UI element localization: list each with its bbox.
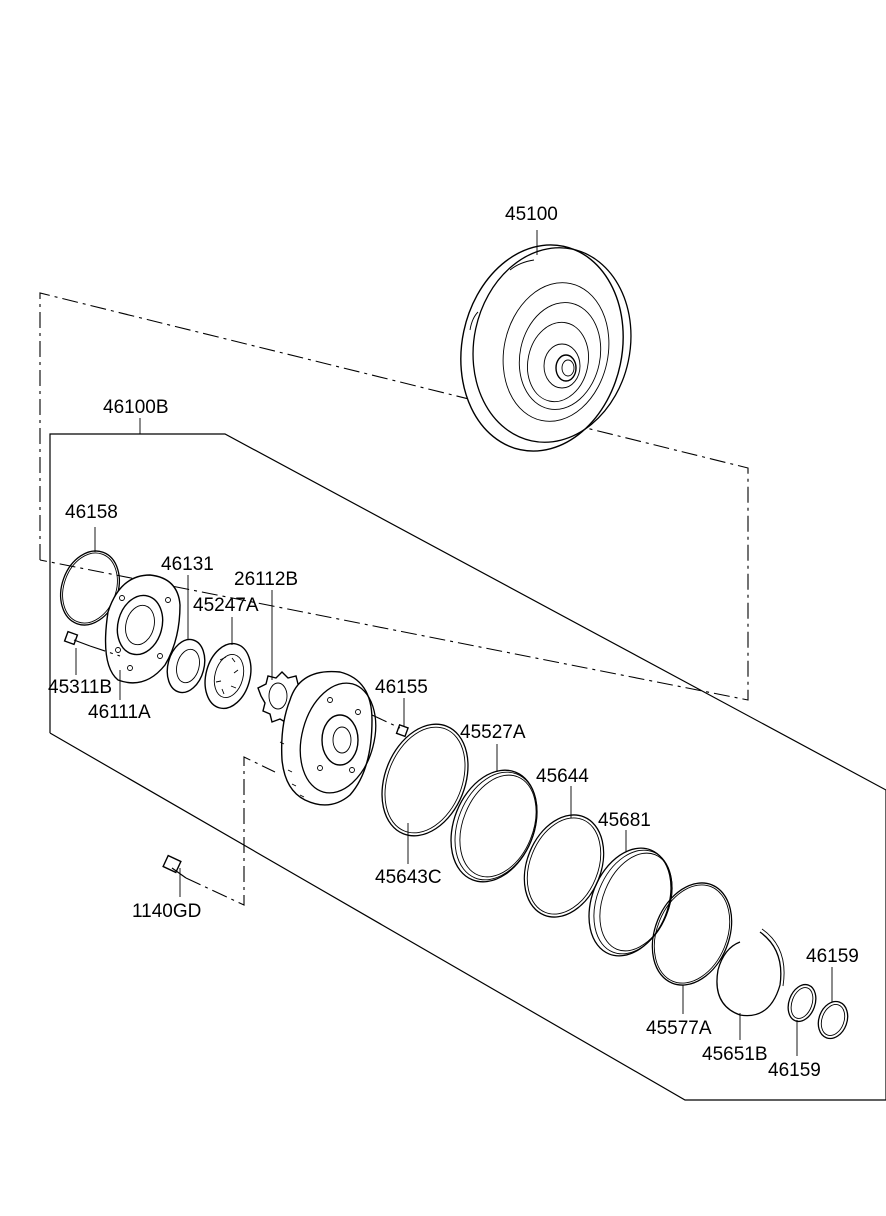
label-46159-top: 46159	[806, 946, 859, 967]
ring-45577A	[651, 882, 733, 986]
outer-gear-45247A	[204, 642, 252, 710]
label-45681: 45681	[598, 810, 651, 831]
ring-45527A	[450, 769, 538, 883]
bolt-45311B	[63, 630, 91, 647]
label-46155: 46155	[375, 677, 428, 698]
ring-45681	[588, 847, 673, 957]
snap-ring-45651B	[716, 928, 785, 1017]
label-46131: 46131	[161, 554, 214, 575]
label-45644: 45644	[536, 766, 589, 787]
bolt-1140GD	[162, 854, 187, 879]
label-26112B: 26112B	[234, 569, 298, 590]
seal-ring-46159-a	[787, 983, 817, 1023]
label-46111A: 46111A	[88, 702, 151, 723]
label-45643C: 45643C	[375, 867, 442, 888]
label-45577A: 45577A	[646, 1018, 712, 1039]
label-45100: 45100	[505, 204, 558, 225]
seal-46131	[166, 638, 206, 694]
label-46158: 46158	[65, 502, 118, 523]
label-46100B: 46100B	[103, 397, 169, 418]
plug-46155	[395, 723, 409, 738]
label-46159-bottom: 46159	[768, 1060, 821, 1081]
seal-ring-46159-b	[817, 1000, 849, 1040]
bolt-guide-dashed	[89, 645, 401, 906]
pump-assembly-outline	[49, 433, 886, 1101]
pump-cover-46111A	[104, 574, 181, 684]
part-labels: 45100 46100B 46158 46131 26112B 45247A 4…	[48, 204, 859, 1081]
label-45247A: 45247A	[193, 595, 259, 616]
label-45311B: 45311B	[48, 677, 112, 698]
pump-housing	[279, 670, 377, 806]
label-1140GD: 1140GD	[132, 901, 201, 922]
label-45527A: 45527A	[460, 722, 526, 743]
label-45651B: 45651B	[702, 1044, 768, 1065]
assembly-dashed-outline	[39, 292, 749, 701]
ring-45643C	[381, 723, 469, 837]
leader-lines	[75, 230, 833, 1056]
torque-converter	[460, 244, 632, 452]
